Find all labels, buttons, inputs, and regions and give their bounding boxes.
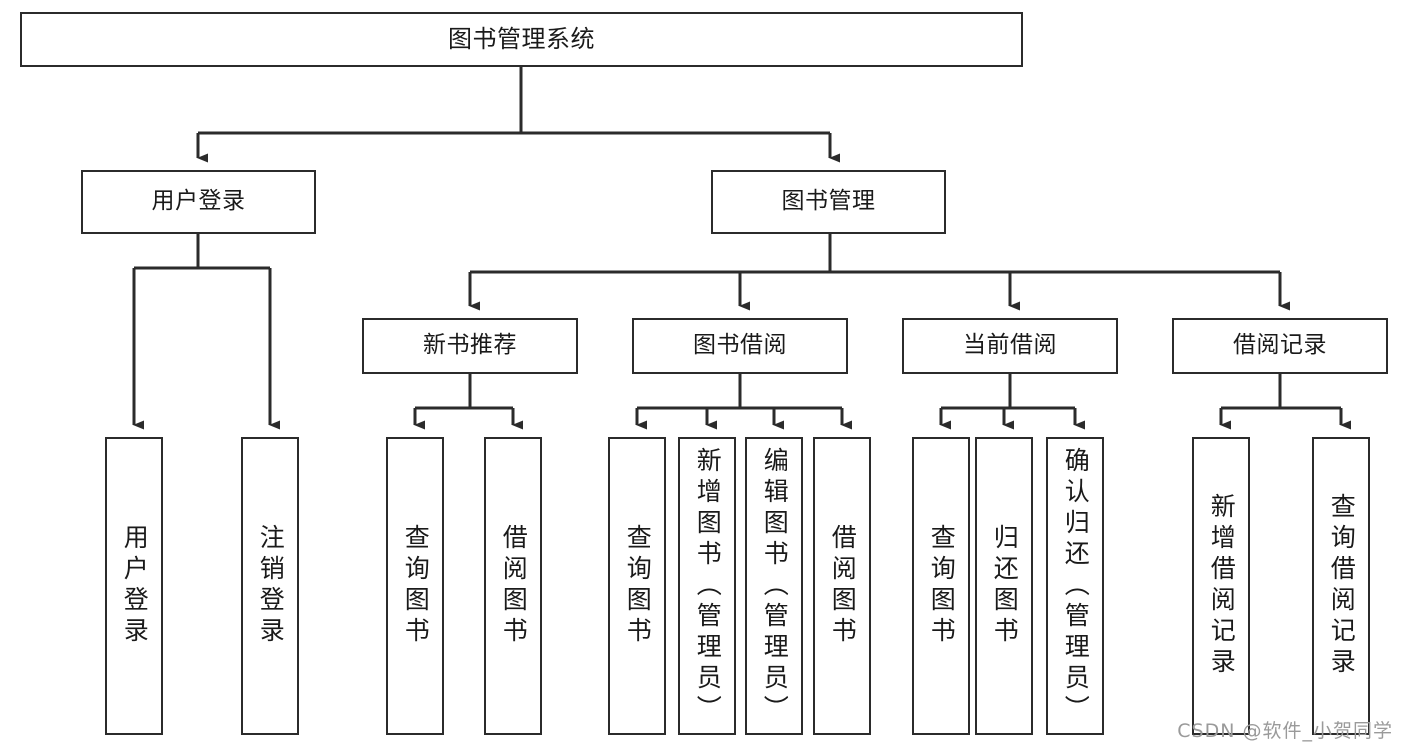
node-leaf-borrow-query-label: 查询图书 — [623, 524, 653, 648]
node-user-login-label: 用户登录 — [151, 188, 246, 215]
node-new-book-rec-label: 新书推荐 — [423, 332, 517, 359]
node-leaf-rec-borrow-label: 借阅图书 — [499, 524, 529, 648]
node-leaf-cur-query[interactable]: 查询图书 — [912, 437, 970, 735]
node-book-manage[interactable]: 图书管理 — [711, 170, 946, 234]
node-leaf-borrow-edit-label: 编辑图书（管理员） — [760, 446, 790, 726]
node-leaf-rec-borrow[interactable]: 借阅图书 — [484, 437, 542, 735]
node-leaf-cur-return-label: 归还图书 — [990, 524, 1020, 648]
node-leaf-rec-query[interactable]: 查询图书 — [386, 437, 444, 735]
node-book-borrow-label: 图书借阅 — [693, 332, 787, 359]
node-leaf-cur-query-label: 查询图书 — [927, 524, 957, 648]
node-leaf-cur-return[interactable]: 归还图书 — [975, 437, 1033, 735]
node-root-label: 图书管理系统 — [448, 25, 595, 54]
node-leaf-cur-confirm-label: 确认归还（管理员） — [1061, 446, 1091, 726]
node-current-borrow[interactable]: 当前借阅 — [902, 318, 1118, 374]
node-leaf-borrow-add[interactable]: 新增图书（管理员） — [678, 437, 736, 735]
node-leaf-borrow-add-label: 新增图书（管理员） — [693, 446, 723, 726]
node-leaf-user-logout-label: 注销登录 — [256, 524, 286, 648]
node-new-book-rec[interactable]: 新书推荐 — [362, 318, 578, 374]
node-leaf-user-logout[interactable]: 注销登录 — [241, 437, 299, 735]
node-leaf-user-login[interactable]: 用户登录 — [105, 437, 163, 735]
node-book-borrow[interactable]: 图书借阅 — [632, 318, 848, 374]
node-borrow-record[interactable]: 借阅记录 — [1172, 318, 1388, 374]
node-leaf-borrow-lend-label: 借阅图书 — [828, 524, 858, 648]
node-leaf-rec-add[interactable]: 新增借阅记录 — [1192, 437, 1250, 735]
node-book-manage-label: 图书管理 — [781, 188, 876, 215]
node-leaf-cur-confirm[interactable]: 确认归还（管理员） — [1046, 437, 1104, 735]
node-user-login[interactable]: 用户登录 — [81, 170, 316, 234]
node-current-borrow-label: 当前借阅 — [963, 332, 1057, 359]
node-leaf-borrow-query[interactable]: 查询图书 — [608, 437, 666, 735]
node-root[interactable]: 图书管理系统 — [20, 12, 1023, 67]
node-leaf-rec-search[interactable]: 查询借阅记录 — [1312, 437, 1370, 735]
node-borrow-record-label: 借阅记录 — [1233, 332, 1327, 359]
node-leaf-borrow-edit[interactable]: 编辑图书（管理员） — [745, 437, 803, 735]
node-leaf-rec-add-label: 新增借阅记录 — [1207, 493, 1237, 679]
node-leaf-user-login-label: 用户登录 — [120, 524, 150, 648]
watermark: CSDN @软件_小贺同学 — [1177, 720, 1393, 742]
node-leaf-rec-query-label: 查询图书 — [401, 524, 431, 648]
node-leaf-rec-search-label: 查询借阅记录 — [1327, 493, 1357, 679]
node-leaf-borrow-lend[interactable]: 借阅图书 — [813, 437, 871, 735]
